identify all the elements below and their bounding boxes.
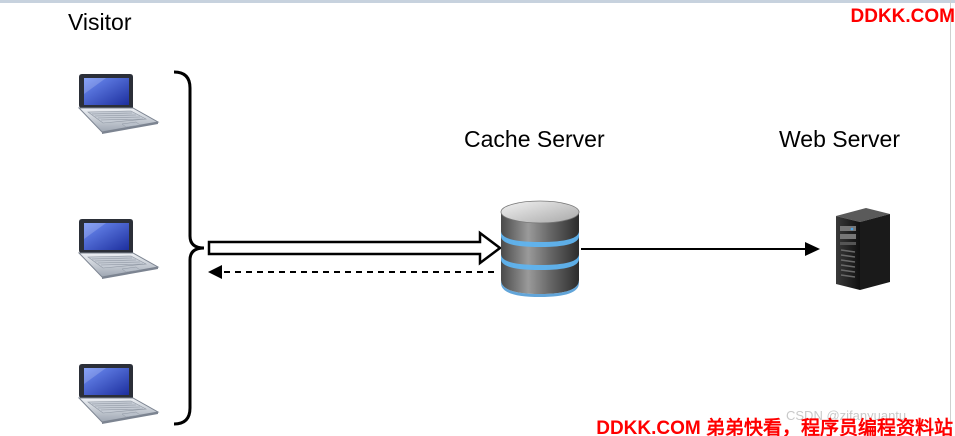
- server-tower-icon: [836, 208, 890, 290]
- watermark-faint: CSDN @zifanyuantu: [786, 408, 907, 423]
- visitor-label: Visitor: [68, 9, 132, 35]
- laptop-icon: [78, 218, 159, 279]
- watermark-bottom: DDKK.COM 弟弟快看，程序员编程资料站: [596, 418, 953, 436]
- watermark-top: DDKK.COM: [850, 6, 955, 27]
- right-border: [950, 0, 951, 436]
- laptop-icon: [78, 73, 159, 134]
- database-icon: [500, 200, 580, 297]
- cache-server-label: Cache Server: [464, 126, 605, 152]
- request-arrow: [207, 230, 503, 266]
- laptop-icon: [78, 363, 159, 424]
- top-border: [0, 0, 955, 3]
- grouping-brace: [173, 70, 205, 426]
- forward-arrowhead: [805, 242, 820, 256]
- web-server-label: Web Server: [779, 126, 901, 152]
- response-arrowhead: [208, 265, 222, 279]
